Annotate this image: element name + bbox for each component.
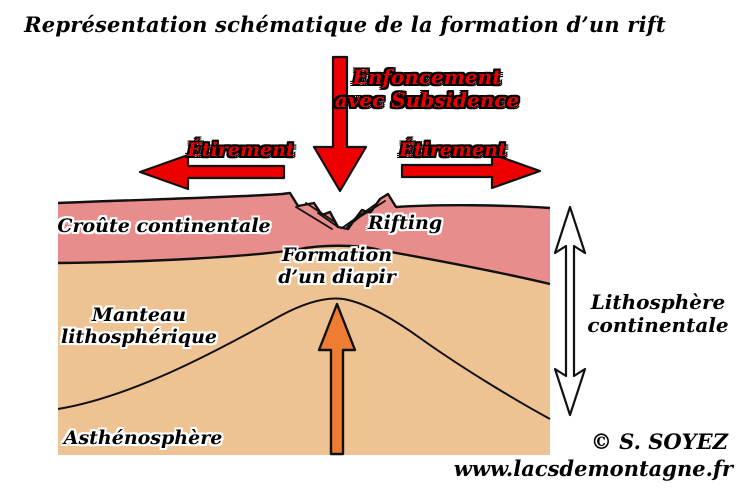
crust-region [58,193,550,284]
rift-fault-lines [295,200,386,230]
lithosphere-double-arrow [553,205,587,417]
subsidence-label: Enfoncement avec Subsidence [335,66,519,112]
asthenosphere-boundary-line [57,297,551,420]
subsidence-label-line2: avec Subsidence [334,88,520,112]
stretch-left-arrow [138,153,286,191]
diapir-up-arrow [317,302,357,456]
subsidence-down-arrow [312,55,368,193]
website-credit: www.lacsdemontagne.fr [453,456,733,481]
surface-line [57,191,551,231]
author-credit: © S. SOYEZ [590,429,728,454]
figure-title: Représentation schématique de la formati… [24,12,666,37]
lithosphere-label-line1: Lithosphère [590,290,726,314]
mantle-label-line2: lithosphérique [61,325,217,348]
rifting-label: Rifting [367,212,443,234]
subsidence-label-line1: Enfoncement [352,65,502,89]
lithosphere-label: Lithosphère continentale [587,291,728,337]
mantle-label-line1: Manteau [91,304,187,326]
stretch-right-label: Étirement [399,139,507,161]
diapir-label: Formation d’un diapir [278,244,396,289]
mantle-label: Manteau lithosphérique [61,304,217,349]
moho-boundary-line [57,244,551,286]
asthenosphere-label: Asthénosphère [63,427,223,449]
stretch-right-arrow [400,152,542,190]
lithosphere-label-line2: continentale [587,313,729,337]
diapir-label-line1: Formation [281,244,393,266]
crust-label: Croûte continentale [57,215,271,237]
stretch-left-label: Étirement [187,139,295,161]
diapir-label-line2: d’un diapir [278,265,396,288]
